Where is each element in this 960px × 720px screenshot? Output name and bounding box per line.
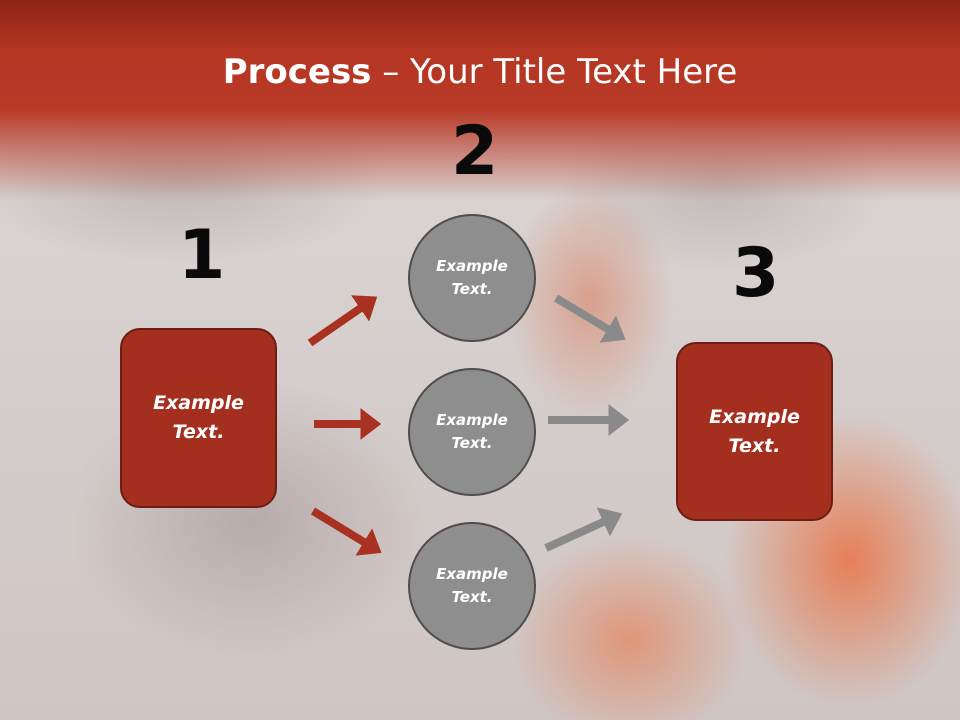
- title-rest: – Your Title Text Here: [371, 52, 738, 92]
- title-bold: Process: [222, 52, 372, 92]
- process-box-left-text: Example Text.: [153, 392, 244, 443]
- process-circle-bottom-text: Example Text.: [436, 565, 508, 606]
- process-box-right-text: Example Text.: [709, 405, 800, 457]
- process-circle-middle[interactable]: Example Text.: [408, 368, 536, 496]
- process-box-left[interactable]: Example Text.: [120, 328, 277, 508]
- red-arrow-down: [310, 507, 382, 556]
- title-banner: [0, 0, 960, 200]
- slide-title[interactable]: Process – Your Title Text Here: [0, 52, 960, 92]
- step-number-2: 2: [451, 112, 499, 191]
- gray-arrow-up: [544, 507, 623, 552]
- gray-arrow-down: [553, 294, 626, 343]
- process-box-right[interactable]: Example Text.: [676, 342, 833, 521]
- step-number-1: 1: [178, 216, 226, 295]
- step-number-3: 3: [732, 234, 780, 313]
- red-arrow-up: [307, 295, 378, 347]
- process-circle-bottom[interactable]: Example Text.: [408, 522, 536, 650]
- process-circle-top-text: Example Text.: [436, 257, 508, 298]
- process-circle-middle-text: Example Text.: [436, 411, 508, 452]
- process-circle-top[interactable]: Example Text.: [408, 214, 536, 342]
